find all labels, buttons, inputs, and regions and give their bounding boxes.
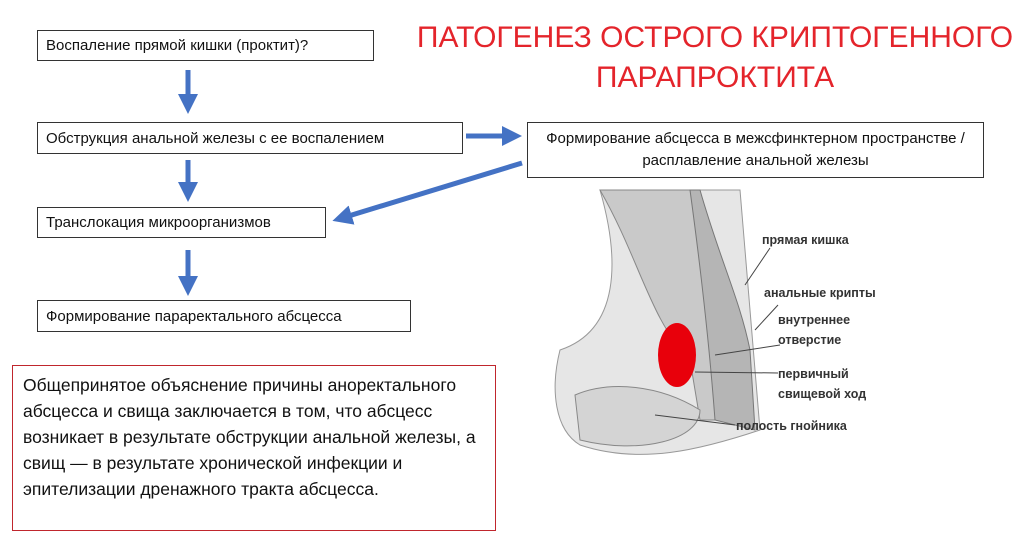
flow-step-proctitis: Воспаление прямой кишки (проктит)?	[37, 30, 374, 61]
arrow-diagonal	[332, 160, 523, 225]
slide-title: ПАТОГЕНЕЗ ОСТРОГО КРИПТОГЕННОГО ПАРАПРОКТ…	[410, 18, 1020, 98]
title-line-1: ПАТОГЕНЕЗ ОСТРОГО КРИПТОГЕННОГО	[416, 21, 1014, 54]
internal-sphincter	[689, 189, 756, 431]
abscess-cavity	[574, 386, 701, 447]
flow-step-pararectal-abscess: Формирование параректального абсцесса	[37, 300, 411, 332]
label-internal-opening-2: отверстие	[778, 333, 841, 347]
flow-step-obstruction: Обструкция анальной железы с ее воспален…	[37, 122, 463, 154]
explanation-note: Общепринятое объяснение причины аноректа…	[12, 365, 496, 531]
label-abscess-cavity: полость гнойника	[736, 419, 848, 433]
abscess-marker	[658, 323, 696, 387]
label-rectum: прямая кишка	[762, 233, 850, 247]
sphincter-muscle	[599, 189, 721, 421]
label-anal-crypts: анальные крипты	[764, 286, 876, 300]
label-internal-opening-1: внутреннее	[778, 313, 850, 327]
flow-step-translocation: Транслокация микроорганизмов	[37, 207, 326, 238]
title-line-2: ПАРАПРОКТИТА	[595, 61, 835, 94]
flow-step-intersphincteric-abscess: Формирование абсцесса в межсфинктерном п…	[527, 122, 984, 178]
label-primary-tract-1: первичный	[778, 367, 849, 381]
label-primary-tract-2: свищевой ход	[778, 387, 866, 401]
